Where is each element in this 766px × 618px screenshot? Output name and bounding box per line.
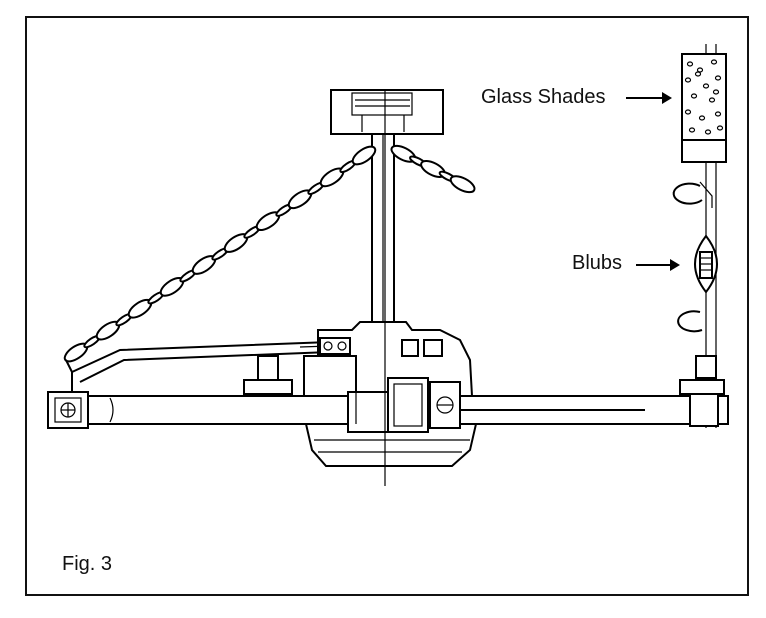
glass-shades-label: Glass Shades xyxy=(481,86,606,108)
motor-housing xyxy=(303,321,480,467)
shade-texture-dot xyxy=(698,115,706,121)
hanging-chain-right xyxy=(390,144,476,194)
glass-shades-arrow xyxy=(626,92,672,104)
shade-texture-dot xyxy=(688,127,696,133)
shade-texture-dot xyxy=(716,125,724,131)
figure-border xyxy=(25,16,749,596)
blade-post xyxy=(243,355,293,395)
lower-clip xyxy=(677,310,703,333)
shade-texture-dot xyxy=(710,59,718,65)
shade-texture-dot xyxy=(686,61,694,67)
shade-texture-dot xyxy=(694,71,702,77)
shade-texture-dot xyxy=(708,97,716,103)
glass-shade xyxy=(681,53,727,163)
shade-texture-dot xyxy=(712,89,720,95)
upper-clip xyxy=(672,182,703,205)
bulbs-arrow xyxy=(636,259,680,271)
chain-link xyxy=(449,175,476,194)
shade-texture-dot xyxy=(714,75,722,81)
bulb xyxy=(694,234,718,294)
light-fixture xyxy=(672,44,727,428)
shade-texture-dot xyxy=(684,77,692,83)
downrod xyxy=(371,133,395,323)
shade-texture-dot xyxy=(684,109,692,115)
bulbs-label: Blubs xyxy=(572,252,623,274)
canopy xyxy=(330,89,444,135)
figure-caption: Fig. 3 xyxy=(62,553,113,575)
shade-texture-dot xyxy=(714,111,722,117)
blade-end-bracket xyxy=(47,359,89,429)
hanging-chain xyxy=(63,145,377,363)
shade-texture-dot xyxy=(702,83,710,89)
shade-texture-dot xyxy=(690,93,698,99)
shade-texture-dot xyxy=(704,129,712,135)
chain-link xyxy=(351,145,377,166)
light-socket xyxy=(679,355,725,427)
